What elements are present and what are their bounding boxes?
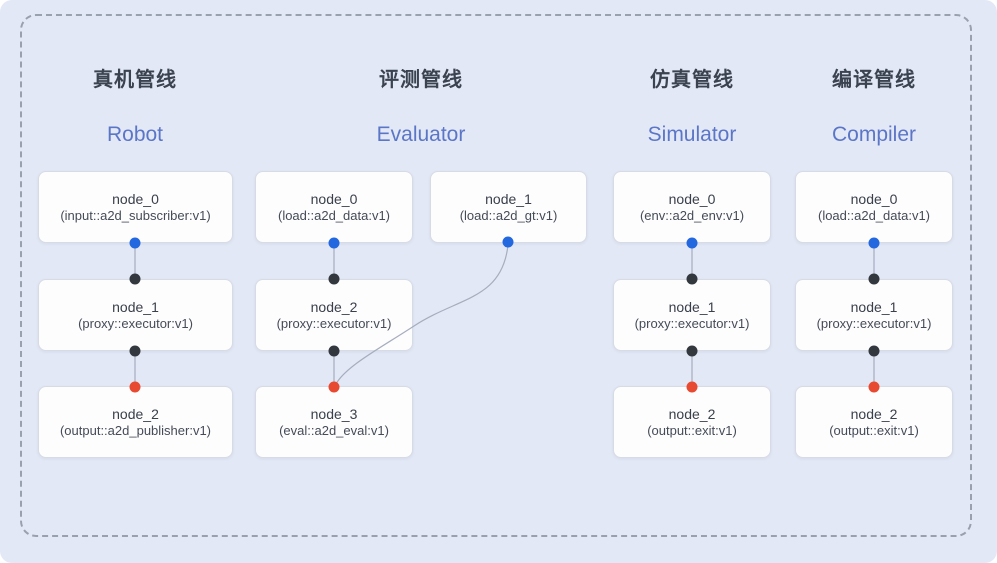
pipeline-title-zh-evaluator: 评测管线 xyxy=(379,69,463,91)
node-type: (output::exit:v1) xyxy=(829,423,919,438)
robot-node-0: node_0 (input::a2d_subscriber:v1) xyxy=(38,171,233,243)
node-type: (proxy::executor:v1) xyxy=(276,316,392,331)
node-type: (input::a2d_subscriber:v1) xyxy=(60,208,211,223)
pipeline-title-en-compiler: Compiler xyxy=(831,123,917,146)
node-name: node_3 xyxy=(310,406,358,422)
node-type: (load::a2d_data:v1) xyxy=(277,208,391,223)
node-type: (env::a2d_env:v1) xyxy=(639,208,745,223)
simulator-node-0: node_0 (env::a2d_env:v1) xyxy=(613,171,771,243)
node-name: node_1 xyxy=(112,299,159,315)
node-name: node_0 xyxy=(850,191,898,207)
node-name: node_1 xyxy=(850,299,898,315)
node-name: node_1 xyxy=(668,299,716,315)
node-name: node_1 xyxy=(485,191,532,207)
node-type: (proxy::executor:v1) xyxy=(78,316,193,331)
node-type: (output::exit:v1) xyxy=(647,423,737,438)
pipeline-title-zh-compiler: 编译管线 xyxy=(832,69,916,91)
node-type: (proxy::executor:v1) xyxy=(816,316,932,331)
node-type: (proxy::executor:v1) xyxy=(634,316,750,331)
compiler-node-2: node_2 (output::exit:v1) xyxy=(795,386,953,458)
simulator-node-1: node_1 (proxy::executor:v1) xyxy=(613,279,771,351)
simulator-node-2: node_2 (output::exit:v1) xyxy=(613,386,771,458)
node-name: node_0 xyxy=(310,191,358,207)
evaluator-node-2: node_2 (proxy::executor:v1) xyxy=(255,279,413,351)
dashed-frame xyxy=(20,14,972,537)
robot-node-2: node_2 (output::a2d_publisher:v1) xyxy=(38,386,233,458)
node-type: (eval::a2d_eval:v1) xyxy=(279,423,389,438)
pipeline-title-en-evaluator: Evaluator xyxy=(376,123,466,146)
compiler-node-0: node_0 (load::a2d_data:v1) xyxy=(795,171,953,243)
node-name: node_2 xyxy=(112,406,159,422)
robot-node-1: node_1 (proxy::executor:v1) xyxy=(38,279,233,351)
pipeline-title-en-simulator: Simulator xyxy=(647,123,737,146)
evaluator-node-0: node_0 (load::a2d_data:v1) xyxy=(255,171,413,243)
node-type: (output::a2d_publisher:v1) xyxy=(59,423,212,438)
pipeline-title-en-robot: Robot xyxy=(106,123,164,146)
node-name: node_2 xyxy=(668,406,716,422)
node-name: node_0 xyxy=(112,191,159,207)
node-name: node_0 xyxy=(668,191,716,207)
pipeline-title-zh-robot: 真机管线 xyxy=(93,69,177,91)
evaluator-node-1: node_1 (load::a2d_gt:v1) xyxy=(430,171,587,243)
node-name: node_2 xyxy=(850,406,898,422)
node-name: node_2 xyxy=(310,299,358,315)
pipeline-title-zh-simulator: 仿真管线 xyxy=(650,69,734,91)
node-type: (load::a2d_data:v1) xyxy=(817,208,931,223)
evaluator-node-3: node_3 (eval::a2d_eval:v1) xyxy=(255,386,413,458)
compiler-node-1: node_1 (proxy::executor:v1) xyxy=(795,279,953,351)
node-type: (load::a2d_gt:v1) xyxy=(459,208,558,223)
